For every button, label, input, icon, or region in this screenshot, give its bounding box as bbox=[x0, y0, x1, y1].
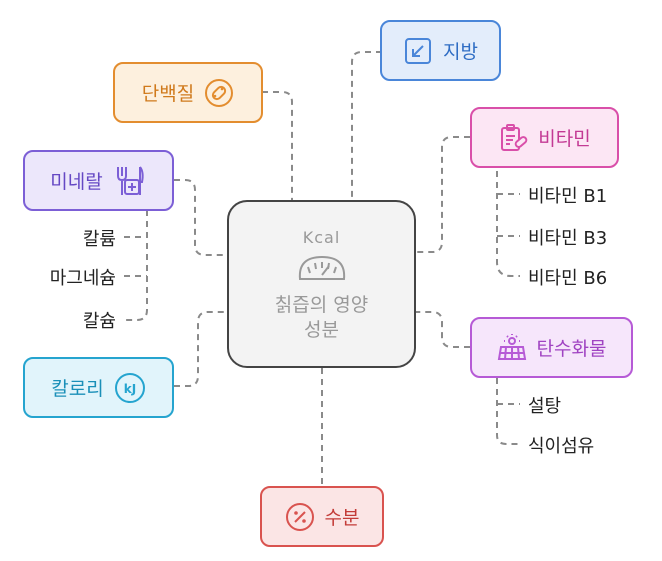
solar-panel-icon bbox=[497, 333, 527, 363]
node-mineral[interactable]: 미네랄 bbox=[23, 150, 174, 211]
vitamin-item: 비타민 B3 bbox=[528, 228, 608, 249]
kcal-label: Kcal bbox=[302, 228, 341, 247]
mineral-item: 마그네슘 bbox=[49, 268, 116, 289]
fat-label: 지방 bbox=[443, 41, 478, 63]
node-calorie[interactable]: 칼로리 kJ bbox=[23, 357, 174, 418]
center-title: 칡즙의 영양 성분 bbox=[274, 294, 369, 341]
mineral-item: 칼슘 bbox=[82, 311, 116, 332]
water-label: 수분 bbox=[324, 507, 360, 529]
mineral-item: 칼륨 bbox=[82, 229, 116, 250]
scale-icon bbox=[229, 253, 414, 287]
node-vitamin[interactable]: 비타민 bbox=[470, 107, 619, 168]
vitamin-label: 비타민 bbox=[538, 128, 591, 150]
utensils-plus-icon bbox=[113, 164, 147, 198]
carb-item: 설탕 bbox=[528, 396, 562, 417]
protein-label: 단백질 bbox=[141, 83, 195, 105]
node-water[interactable]: 수분 bbox=[260, 486, 384, 547]
resize-arrow-icon bbox=[403, 36, 433, 66]
carb-item: 식이섬유 bbox=[528, 436, 595, 457]
vitamin-item: 비타민 B6 bbox=[528, 268, 608, 289]
clipboard-pill-icon bbox=[498, 123, 528, 153]
kj-icon: kJ bbox=[114, 372, 146, 404]
vitamin-item: 비타민 B1 bbox=[528, 186, 608, 207]
carb-label: 탄수화물 bbox=[536, 338, 607, 360]
percent-icon bbox=[285, 502, 315, 532]
mineral-label: 미네랄 bbox=[50, 171, 103, 193]
pill-icon bbox=[204, 78, 234, 108]
kj-icon-text: kJ bbox=[123, 382, 135, 396]
center-node: Kcal 칡즙의 영양 성분 bbox=[227, 200, 416, 368]
node-fat[interactable]: 지방 bbox=[380, 20, 501, 81]
calorie-label: 칼로리 bbox=[51, 378, 104, 400]
node-carb[interactable]: 탄수화물 bbox=[470, 317, 633, 378]
node-protein[interactable]: 단백질 bbox=[113, 62, 263, 123]
